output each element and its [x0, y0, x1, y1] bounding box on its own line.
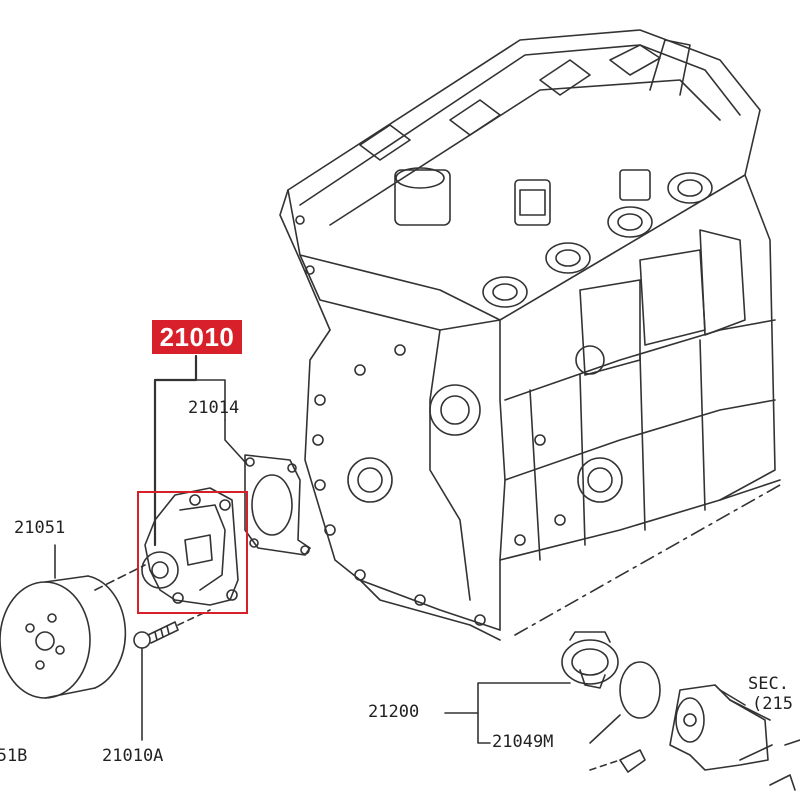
- section-label[interactable]: SEC.: [748, 674, 789, 694]
- engine-block: [279, 29, 781, 641]
- part-label-21049m[interactable]: 21049M: [492, 732, 554, 752]
- leader-sec: [719, 689, 746, 706]
- leader-21010: [153, 354, 198, 547]
- thermostat-housing: [669, 684, 773, 771]
- section-dash-line: [514, 484, 781, 636]
- leader-21049m: [589, 714, 621, 744]
- part-label-21010a[interactable]: 21010A: [102, 746, 164, 766]
- leader-21010-right: [195, 379, 226, 421]
- part-label-21014[interactable]: 21014: [188, 398, 240, 418]
- o-ring-21049m: [619, 661, 661, 719]
- pulley-21051: [0, 575, 127, 699]
- section-ref-label[interactable]: (215: [752, 694, 793, 714]
- bolt-21010a: [133, 621, 179, 649]
- housing-dash: [589, 759, 621, 771]
- highlight-box-water-pump: [137, 491, 248, 614]
- leader-21014: [224, 419, 246, 463]
- part-label-21010-highlighted[interactable]: 21010: [152, 320, 242, 354]
- bracket-21200: [477, 682, 571, 744]
- bolt-axis-dash: [177, 609, 211, 626]
- thermostat-21200: [561, 631, 619, 689]
- pulley-axis-dash: [94, 564, 146, 591]
- part-label-21051[interactable]: 21051: [14, 518, 66, 538]
- water-pump-21010: [141, 487, 239, 606]
- part-label-21051b[interactable]: 21051B: [0, 746, 28, 766]
- part-label-21200[interactable]: 21200: [368, 702, 420, 722]
- gasket-21014: [244, 454, 311, 556]
